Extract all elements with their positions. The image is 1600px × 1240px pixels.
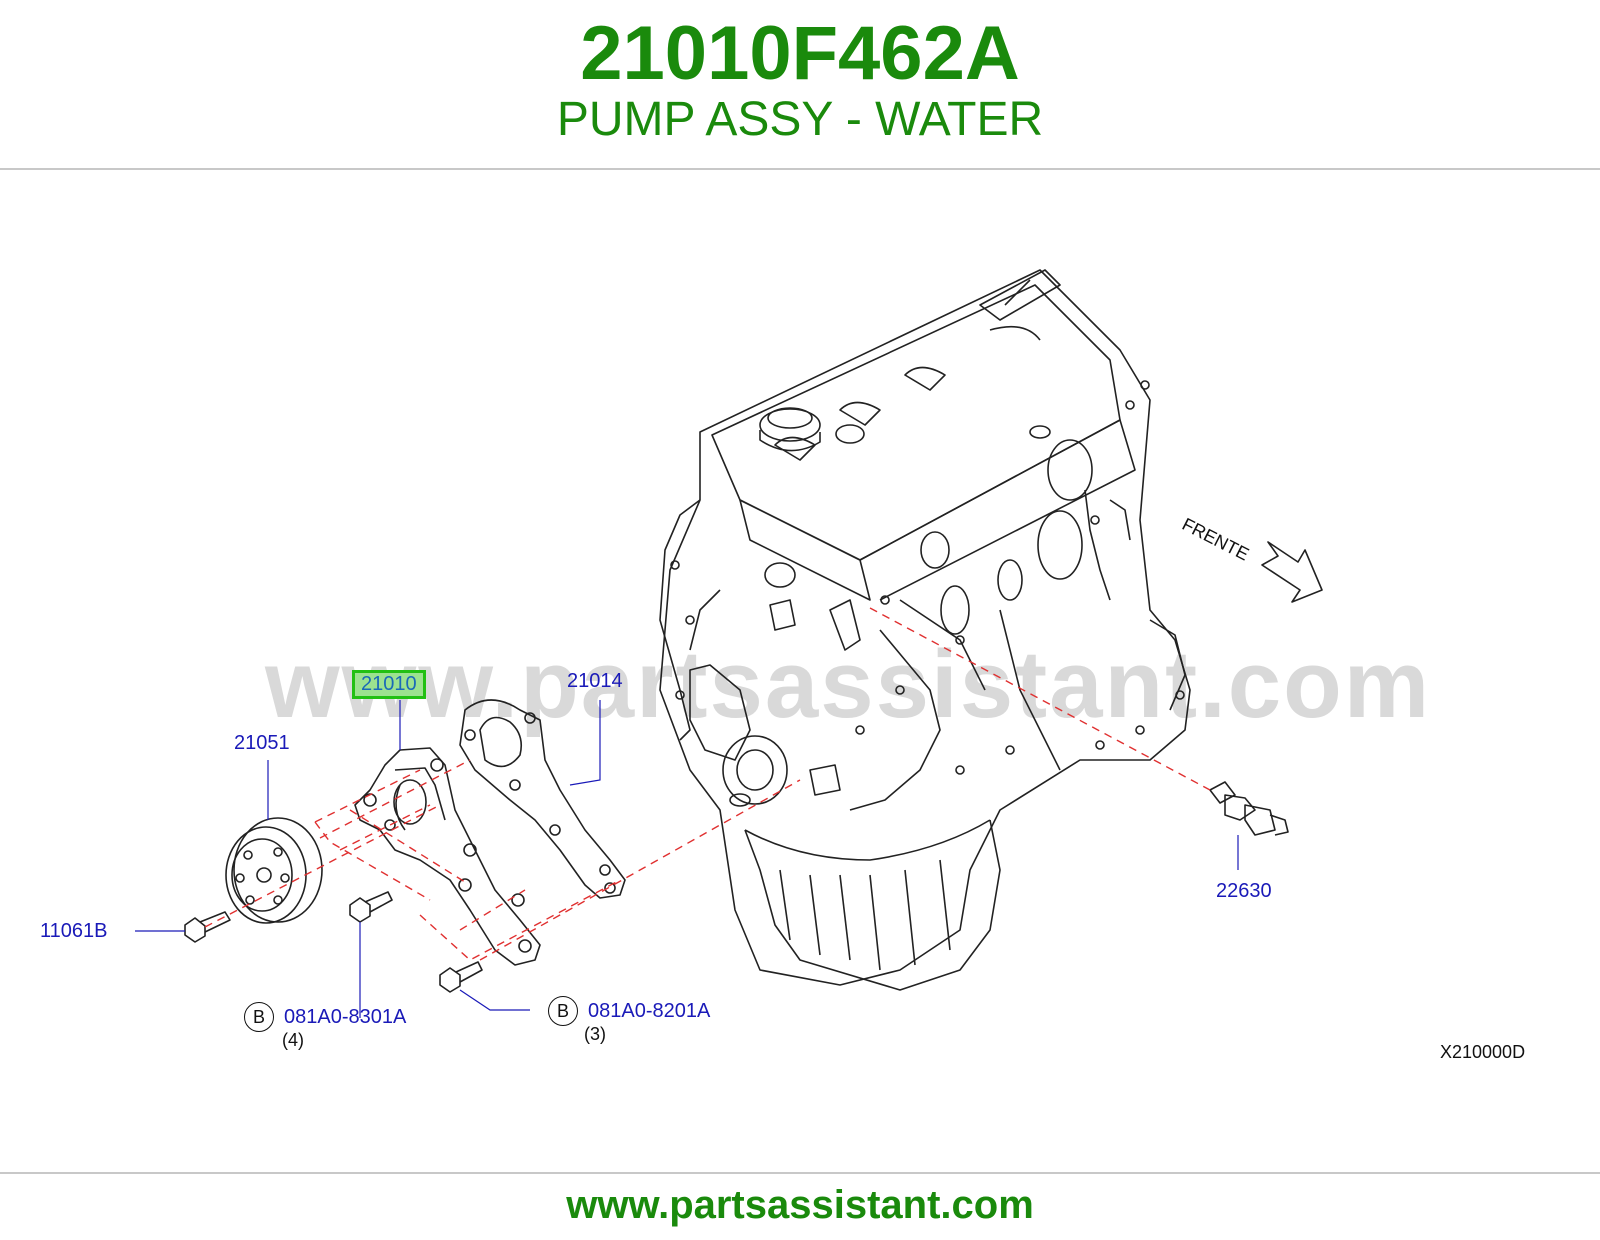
callout-21014[interactable]: 21014	[567, 670, 623, 692]
footer-website-link[interactable]: www.partsassistant.com	[566, 1183, 1034, 1227]
water-pump-illustration	[354, 747, 541, 966]
badge-b-right: B	[548, 996, 578, 1026]
top-divider	[0, 168, 1600, 170]
diagram-drawing	[135, 269, 1323, 1018]
pulley-illustration	[225, 817, 323, 924]
callout-22630[interactable]: 22630	[1216, 880, 1272, 902]
bolt-illustrations	[184, 891, 483, 993]
alignment-lines	[204, 607, 1211, 961]
page-header: 21010F462A PUMP ASSY - WATER	[0, 0, 1600, 168]
direction-arrow-illustration	[1261, 541, 1323, 603]
part-description: PUMP ASSY - WATER	[556, 93, 1044, 146]
quantity-4: (4)	[282, 1030, 304, 1050]
quantity-3: (3)	[584, 1024, 606, 1044]
temperature-sensor-illustration	[1209, 781, 1289, 836]
callout-11061b[interactable]: 11061B	[40, 920, 108, 942]
engine-block-illustration	[659, 269, 1191, 991]
parts-diagram: www.partsassistant.com	[0, 170, 1600, 1170]
callout-21051[interactable]: 21051	[234, 732, 290, 754]
callout-081a0-8201a[interactable]: 081A0-8201A	[588, 1000, 711, 1022]
diagram-code: X210000D	[1440, 1042, 1526, 1062]
gasket-illustration	[459, 699, 626, 899]
leader-lines	[135, 700, 1239, 1018]
callout-21010-highlighted[interactable]: 21010	[352, 670, 426, 699]
badge-b-left: B	[244, 1002, 274, 1032]
callout-081a0-8301a[interactable]: 081A0-8301A	[284, 1006, 407, 1028]
bottom-divider	[0, 1172, 1600, 1174]
part-number-title: 21010F462A	[580, 11, 1020, 96]
